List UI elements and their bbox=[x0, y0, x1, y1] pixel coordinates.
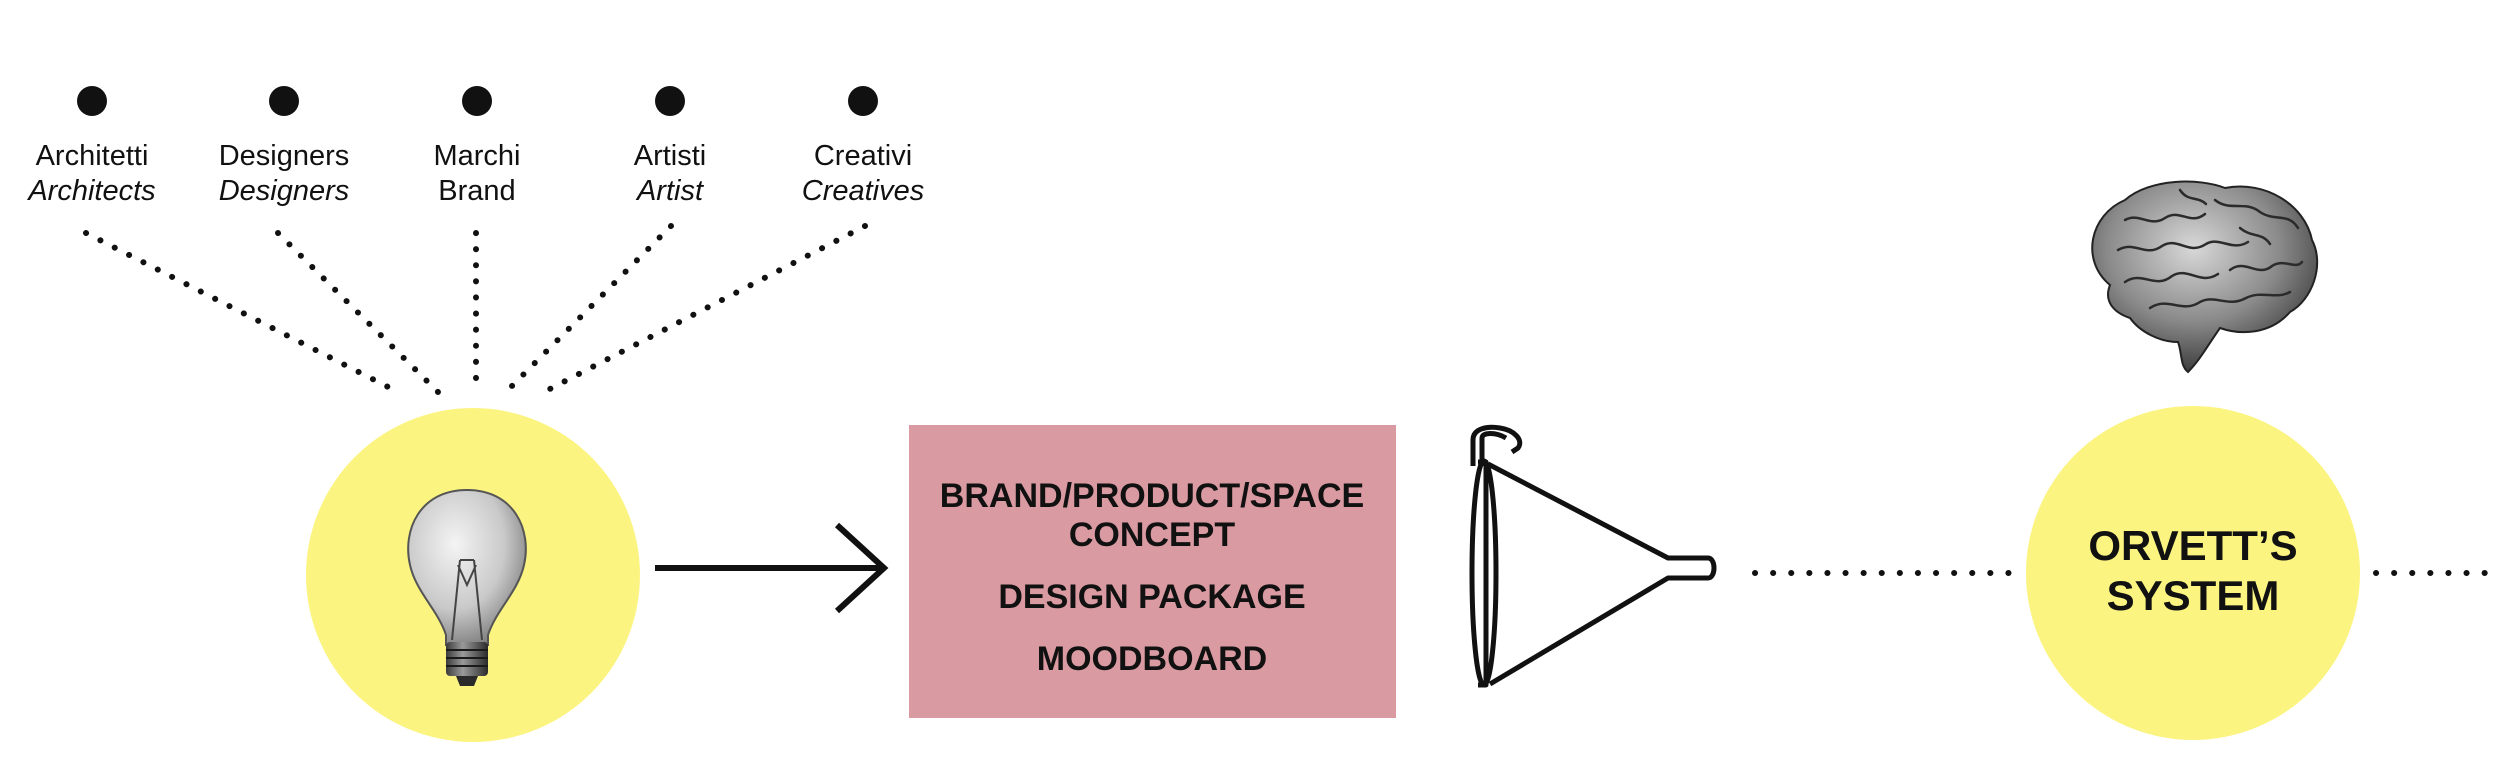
system-title-line1: ORVETT’S bbox=[2088, 522, 2297, 569]
system-node: ORVETT’S SYSTEM bbox=[2026, 406, 2360, 740]
deliverable-brand-product-space: BRAND/PRODUCT/SPACE bbox=[940, 477, 1364, 515]
source-dot bbox=[269, 86, 299, 116]
source-label-en: Artist bbox=[635, 175, 705, 207]
lightbulb-icon bbox=[407, 488, 527, 686]
source-dot bbox=[848, 86, 878, 116]
source-dot bbox=[462, 86, 492, 116]
source-label-it: Artisti bbox=[634, 140, 707, 172]
system-title-line2: SYSTEM bbox=[2107, 572, 2280, 619]
converging-connectors bbox=[83, 223, 868, 395]
source-brand: Marchi Brand bbox=[433, 86, 521, 207]
idea-node bbox=[306, 408, 640, 742]
source-dot bbox=[655, 86, 685, 116]
brain-icon bbox=[2091, 180, 2319, 374]
system-circle bbox=[2026, 406, 2360, 740]
source-label-en: Brand bbox=[438, 175, 515, 207]
connector-line bbox=[83, 230, 401, 395]
source-label-en: Architects bbox=[26, 175, 155, 207]
source-label-it: Designers bbox=[219, 140, 350, 172]
deliverable-design-package: DESIGN PACKAGE bbox=[998, 578, 1305, 616]
connector-line bbox=[503, 223, 674, 395]
deliverables-background bbox=[909, 425, 1396, 718]
source-architects: Architetti Architects bbox=[26, 86, 156, 207]
source-dot bbox=[77, 86, 107, 116]
funnel-icon bbox=[1469, 424, 1717, 688]
connector-line bbox=[541, 223, 868, 395]
source-label-it: Marchi bbox=[433, 140, 520, 172]
connector-line bbox=[275, 230, 441, 395]
source-label-it: Architetti bbox=[36, 140, 149, 172]
source-nodes: Architetti Architects Designers Designer… bbox=[26, 86, 924, 207]
source-designers: Designers Designers bbox=[219, 86, 350, 207]
deliverable-concept: CONCEPT bbox=[1069, 516, 1235, 554]
source-artist: Artisti Artist bbox=[634, 86, 707, 207]
deliverable-moodboard: MOODBOARD bbox=[1037, 640, 1267, 678]
deliverables-box: BRAND/PRODUCT/SPACE CONCEPT DESIGN PACKA… bbox=[909, 425, 1396, 718]
source-label-en: Creatives bbox=[802, 175, 925, 207]
source-creatives: Creativi Creatives bbox=[802, 86, 925, 207]
source-label-en: Designers bbox=[219, 175, 350, 207]
source-label-it: Creativi bbox=[814, 140, 912, 172]
arrow-right-icon bbox=[655, 522, 889, 614]
